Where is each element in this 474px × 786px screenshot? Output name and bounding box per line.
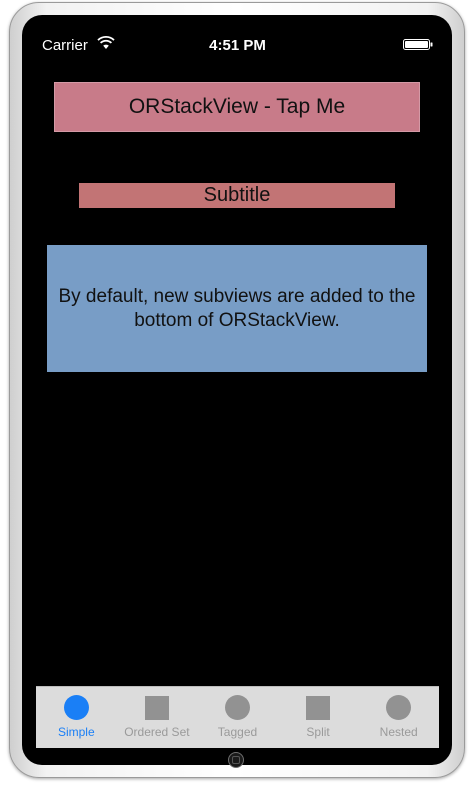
- info-text-box: By default, new subviews are added to th…: [47, 245, 427, 372]
- tab-label: Split: [306, 725, 330, 739]
- circle-icon: [224, 695, 250, 720]
- tab-label: Ordered Set: [124, 725, 190, 739]
- home-button-icon: [232, 756, 240, 764]
- home-button[interactable]: [228, 752, 244, 768]
- tab-label: Tagged: [217, 725, 258, 739]
- subtitle-label: Subtitle: [79, 183, 395, 208]
- circle-icon: [386, 695, 412, 720]
- square-icon: [306, 696, 331, 720]
- tab-ordered-set[interactable]: Ordered Set: [117, 687, 198, 748]
- tab-bar: Simple Ordered Set Tagged Split Nested: [36, 686, 439, 748]
- title-button[interactable]: ORStackView - Tap Me: [54, 82, 420, 132]
- tab-label: Simple: [57, 725, 95, 739]
- tab-tagged[interactable]: Tagged: [197, 687, 278, 748]
- tab-label: Nested: [379, 725, 418, 739]
- circle-icon: [63, 695, 89, 720]
- battery-icon: [403, 39, 433, 50]
- tab-nested[interactable]: Nested: [358, 687, 439, 748]
- tab-split[interactable]: Split: [278, 687, 359, 748]
- square-icon: [144, 696, 169, 720]
- app-screen: Carrier 4:51 PM ORStackView - Tap Me Sub…: [36, 30, 439, 748]
- wifi-icon: [97, 36, 115, 49]
- status-time: 4:51 PM: [209, 37, 266, 54]
- tab-simple[interactable]: Simple: [36, 687, 117, 748]
- status-bar: Carrier 4:51 PM: [36, 30, 439, 60]
- carrier-label: Carrier: [42, 37, 88, 54]
